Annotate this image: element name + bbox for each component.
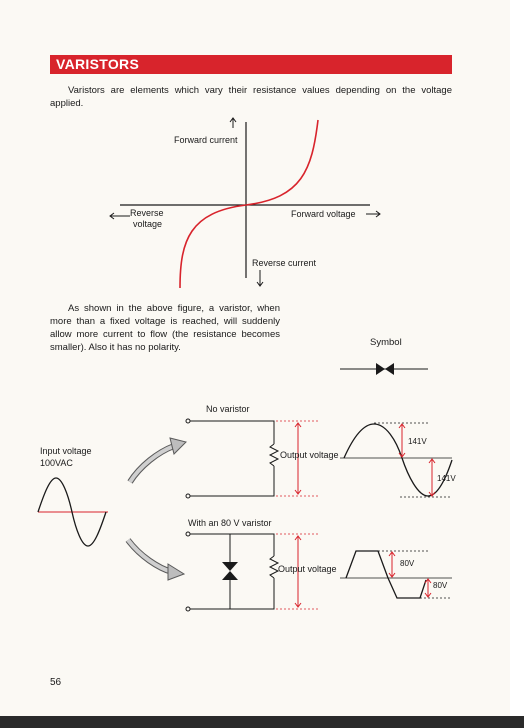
output-voltage-label-top: Output voltage [280, 450, 339, 460]
reverse-current-arrow-icon [256, 270, 264, 287]
arrow-down-icon [167, 563, 186, 581]
circuit-with-varistor [185, 531, 318, 612]
symbol-label: Symbol [370, 337, 402, 348]
page-number: 56 [50, 677, 62, 688]
reverse-voltage-label-2: voltage [133, 219, 163, 229]
section-header: VARISTORS [50, 55, 452, 74]
output-voltage-label-bottom: Output voltage [278, 564, 337, 574]
page-edge [510, 0, 524, 728]
forward-current-label: Forward current [174, 135, 238, 145]
section-title: VARISTORS [56, 56, 140, 72]
varistor-triangle-up-icon [222, 571, 238, 580]
peak-141v-bottom: 141V [437, 474, 456, 483]
output-waveform-full [340, 422, 453, 498]
page-edge-bottom [0, 716, 524, 728]
flow-arrows [125, 437, 187, 581]
input-waveform [37, 477, 108, 547]
resistor-icon [268, 443, 280, 467]
page [0, 0, 510, 716]
reverse-current-label: Reverse current [252, 258, 317, 268]
symbol-triangle-right-icon [376, 363, 385, 375]
forward-voltage-arrow-icon [366, 210, 381, 218]
resistor-icon [268, 555, 280, 579]
varistor-symbol [340, 363, 428, 375]
peak-80v-top: 80V [400, 559, 415, 568]
symbol-triangle-left-icon [385, 363, 394, 375]
vi-characteristic-graph [109, 117, 381, 289]
reverse-voltage-arrow-icon [109, 212, 130, 220]
peak-80v-bottom: 80V [433, 581, 448, 590]
arrow-up-icon [169, 437, 187, 455]
with-varistor-label: With an 80 V varistor [188, 518, 272, 528]
forward-voltage-label: Forward voltage [291, 209, 356, 219]
circuit-no-varistor [185, 418, 318, 499]
forward-current-arrow-icon [229, 117, 237, 128]
output-waveform-clipped [340, 550, 452, 599]
intro-paragraph: Varistors are elements which vary their … [50, 85, 452, 109]
reverse-voltage-label: Reverse [130, 208, 164, 218]
no-varistor-label: No varistor [206, 404, 250, 414]
varistor-triangle-down-icon [222, 562, 238, 571]
input-voltage-value: 100VAC [40, 458, 73, 468]
peak-141v-top: 141V [408, 437, 427, 446]
varistor-curve [179, 119, 319, 289]
input-voltage-label: Input voltage [40, 446, 92, 456]
body-paragraph: As shown in the above figure, a varistor… [50, 303, 280, 353]
